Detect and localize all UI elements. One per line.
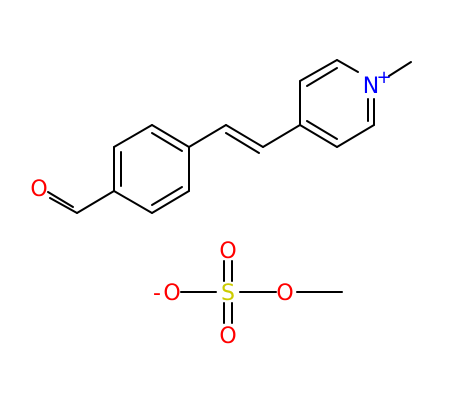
- benzene-ring: [113, 124, 190, 214]
- sulfur-label: S: [221, 281, 235, 306]
- cation-structure: O N +: [30, 59, 412, 214]
- aldehyde-oxygen-label: O: [30, 177, 47, 202]
- n-methyl-bond: [388, 61, 412, 77]
- sulfate-oxygen-negative-label: O: [163, 281, 180, 306]
- vinyl-linker: [188, 124, 301, 154]
- methyl-sulfate-anion: - O S O O O: [153, 239, 343, 349]
- pyridinium-nitrogen-label: N: [363, 74, 379, 99]
- sulfate-oxygen-top-label: O: [219, 239, 236, 264]
- sulfate-oxygen-bottom-label: O: [219, 324, 236, 349]
- aldehyde-group: [47, 190, 115, 214]
- pyridinium-ring: [299, 59, 375, 148]
- nitrogen-positive-charge: +: [376, 67, 391, 88]
- negative-charge: -: [153, 281, 161, 306]
- sulfate-ester-oxygen-label: O: [276, 281, 293, 306]
